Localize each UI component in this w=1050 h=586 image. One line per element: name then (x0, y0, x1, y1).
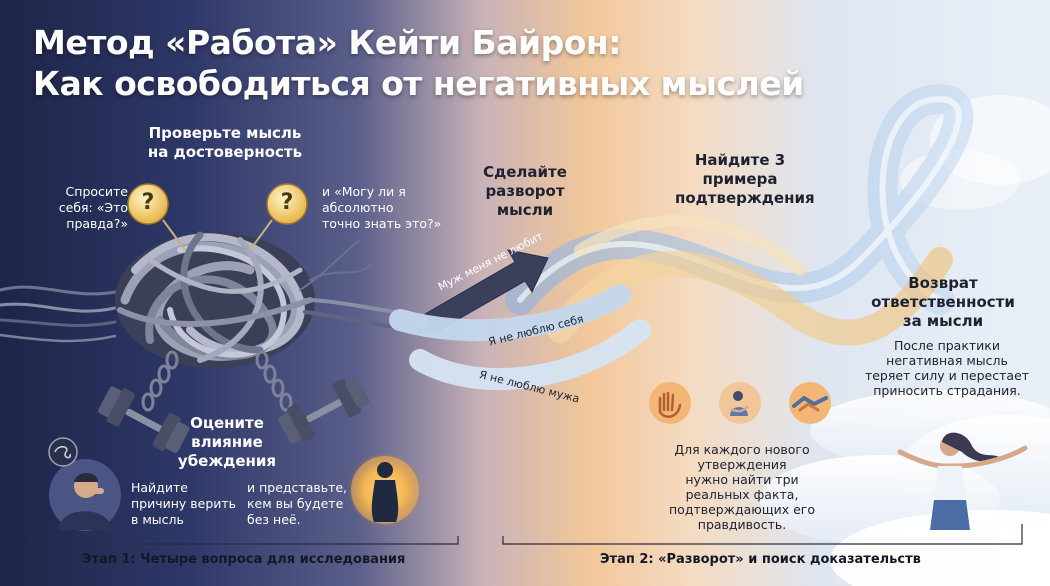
stage-1-caption: Этап 1: Четыре вопроса для исследования (82, 552, 406, 567)
ask-left-line: Спросите (65, 184, 128, 199)
reason-line: Найдите (131, 480, 188, 495)
tangled-knot-icon (115, 231, 315, 368)
check-heading-line: на достоверность (147, 143, 303, 161)
ask-left-line: себя: «Это (58, 200, 128, 215)
ask-right-line: абсолютно (322, 200, 394, 215)
examples-body-line: подтверждающих его (669, 502, 815, 517)
responsibility-body-line: негативная мысль (886, 353, 1008, 368)
reason-line: причину верить (131, 496, 237, 511)
responsibility-body: После практики негативная мысль теряет с… (862, 338, 1032, 398)
ask-left-text: Спросите себя: «Это правда?» (44, 184, 128, 232)
assess-heading-line: убеждения (177, 452, 277, 470)
assess-heading-line: влияние (191, 433, 263, 451)
ask-left-line: правда?» (66, 216, 128, 231)
stage-brackets (29, 524, 1023, 545)
reason-text: Найдите причину верить в мысль (131, 480, 241, 528)
responsibility-heading-line: Возврат (908, 274, 978, 292)
ask-right-text: и «Могу ли я абсолютно точно знать это?» (322, 184, 452, 232)
question-mark-icon (249, 183, 308, 251)
assess-heading-line: Оцените (190, 414, 264, 432)
responsibility-heading: Возврат ответственности за мысли (868, 274, 1018, 331)
responsibility-body-line: приносить страдания. (873, 383, 1021, 398)
check-heading: Проверьте мысль на достоверность (130, 124, 320, 162)
turnaround-heading: Сделайте разворот мысли (470, 163, 580, 220)
page-title: Метод «Работа» Кейти Байрон: Как освобод… (33, 22, 804, 104)
turnaround-heading-line: Сделайте (483, 163, 567, 181)
ask-right-line: и «Могу ли я (322, 184, 406, 199)
free-woman-icon (897, 432, 1028, 530)
responsibility-heading-line: за мысли (902, 312, 984, 330)
responsibility-body-line: После практики (894, 338, 1000, 353)
examples-body-line: правдивость. (697, 517, 787, 532)
glowing-person-icon (347, 452, 423, 528)
responsibility-body-line: теряет силу и перестает (864, 368, 1030, 383)
assess-heading: Оцените влияние убеждения (172, 414, 282, 471)
examples-heading: Найдите 3 примера подтверждения (675, 151, 815, 208)
examples-heading-line: примера (702, 170, 778, 188)
title-line-2: Как освободиться от негативных мыслей (33, 64, 804, 103)
handshake-icon (789, 382, 831, 424)
open-hand-icon (649, 382, 691, 424)
turnaround-heading-line: мысли (496, 201, 554, 219)
self-hug-icon (719, 382, 761, 424)
examples-body-line: утверждения (697, 457, 787, 472)
question-mark-icon (127, 183, 186, 251)
infinity-ribbon (505, 84, 974, 346)
ask-right-line: точно знать это?» (322, 216, 442, 231)
chains (141, 350, 293, 412)
imagine-line: без неё. (247, 512, 301, 527)
worried-person-icon (48, 437, 121, 531)
examples-body-line: нужно найти три (685, 472, 799, 487)
responsibility-heading-line: ответственности (871, 293, 1015, 311)
turnaround-heading-line: разворот (485, 182, 565, 200)
title-line-1: Метод «Работа» Кейти Байрон: (33, 23, 621, 62)
examples-body-line: реальных факта, (685, 487, 799, 502)
examples-heading-line: подтверждения (675, 189, 815, 207)
stage-2-caption: Этап 2: «Разворот» и поиск доказательств (600, 552, 921, 567)
examples-heading-line: Найдите 3 (694, 151, 786, 169)
imagine-text: и представьте, кем вы будете без неё. (247, 480, 351, 528)
imagine-line: кем вы будете (247, 496, 344, 511)
reason-line: в мысль (131, 512, 184, 527)
imagine-line: и представьте, (247, 480, 348, 495)
examples-body-line: Для каждого нового (674, 442, 810, 457)
turnaround-ribbons (389, 284, 651, 391)
check-heading-line: Проверьте мысль (148, 124, 302, 142)
left-wires (0, 285, 117, 343)
examples-body: Для каждого нового утверждения нужно най… (668, 442, 816, 532)
dumbbell-icon (98, 386, 190, 454)
dumbbell-icon (278, 376, 370, 444)
